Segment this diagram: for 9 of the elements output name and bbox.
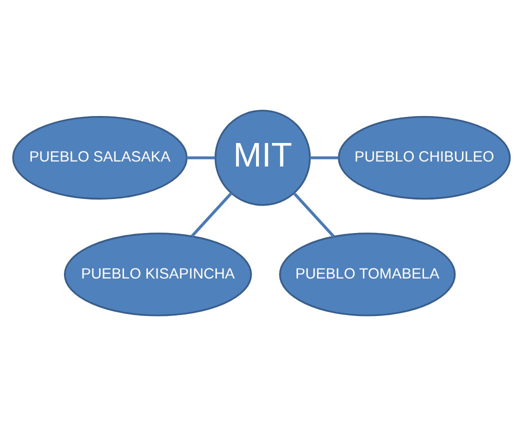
node-ellipse: PUEBLO SALASAKA [12, 115, 188, 200]
node-ellipse: PUEBLO TOMABELA [279, 232, 456, 316]
node-ellipse: PUEBLO CHIBULEO [338, 115, 511, 200]
connector [310, 156, 339, 159]
connector [186, 156, 216, 159]
connector [293, 192, 335, 238]
node-circle: MIT [214, 109, 311, 206]
node-ellipse: PUEBLO KISAPINCHA [64, 232, 252, 316]
connector [190, 192, 232, 237]
